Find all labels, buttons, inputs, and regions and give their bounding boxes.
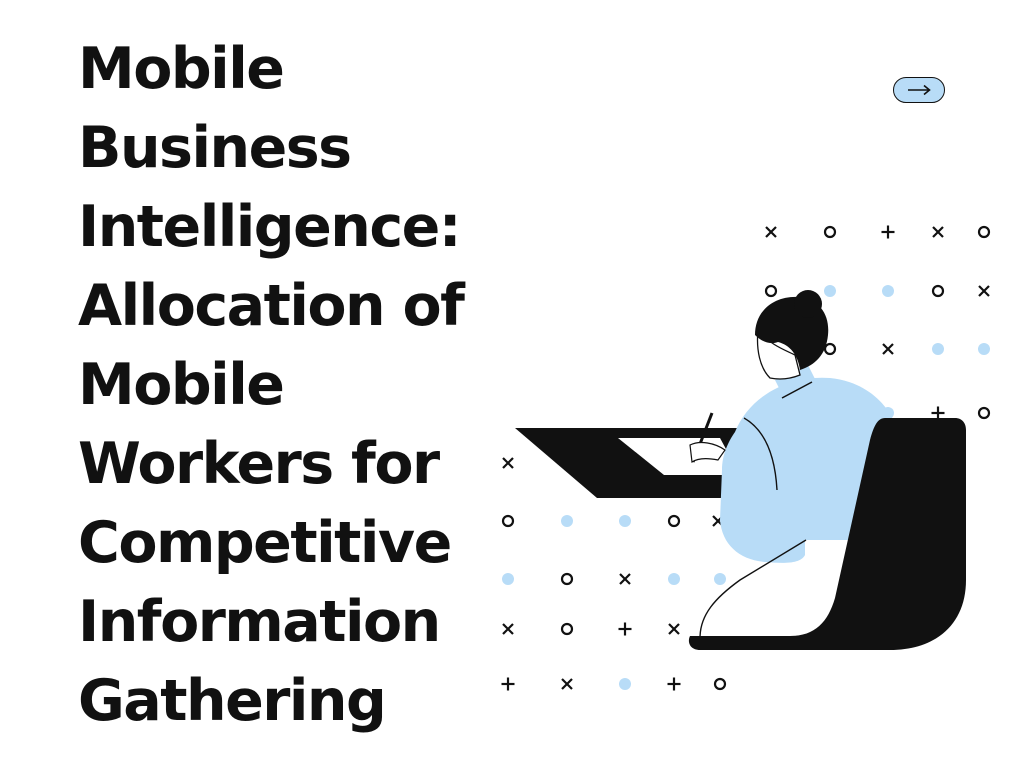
title-line: Intelligence:	[78, 194, 462, 260]
next-slide-button[interactable]	[893, 77, 945, 103]
chair	[688, 418, 966, 650]
slide-title: Mobile Business Intelligence: Allocation…	[78, 30, 518, 741]
title-line: Mobile	[78, 36, 285, 102]
title-line: Competitive	[78, 510, 452, 576]
title-line: Business	[78, 115, 352, 181]
title-line: Gathering	[78, 668, 387, 734]
pattern-lower-left	[500, 456, 727, 692]
desk	[515, 428, 780, 498]
title-line: Mobile	[78, 352, 285, 418]
title-line: Allocation of	[78, 273, 465, 339]
pattern-upper-right	[764, 224, 991, 421]
arrow-right-icon	[908, 84, 931, 96]
woman-figure	[689, 290, 900, 639]
title-line: Information	[78, 589, 441, 655]
title-line: Workers for	[78, 431, 440, 497]
